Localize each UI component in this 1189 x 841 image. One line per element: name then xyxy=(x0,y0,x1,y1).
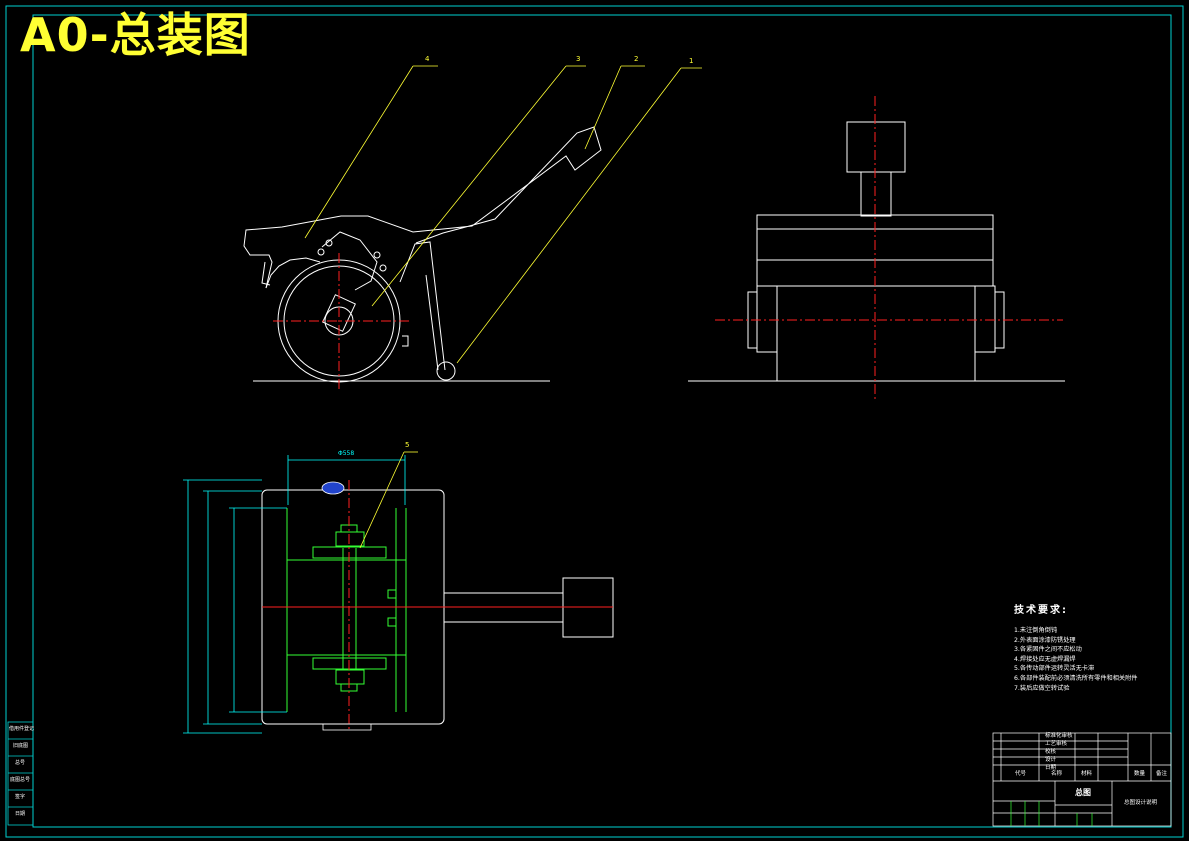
tech-heading: 技术要求: xyxy=(1014,605,1068,616)
title-row-label: 校核 xyxy=(1045,749,1057,755)
callout-2: 2 xyxy=(634,55,639,63)
title-row-label: 日期 xyxy=(1045,765,1057,771)
side-stamp-grid xyxy=(7,721,34,826)
title-right-note: 总图设计说明 xyxy=(1124,800,1158,806)
title-col-label: 名称 xyxy=(1051,771,1063,777)
tech-item: 4.焊接处应无虚焊漏焊 xyxy=(1014,655,1076,663)
front-view-leaders xyxy=(304,65,702,364)
side-stamp-label: 日期 xyxy=(15,811,26,817)
front-view xyxy=(243,126,602,383)
side-stamp-label: 底图总号 xyxy=(10,777,31,783)
sheet-outer-frame xyxy=(5,5,1184,838)
tech-item: 2.外表面涂漆防锈处理 xyxy=(1014,636,1076,644)
side-view-centerlines xyxy=(715,96,1063,400)
top-view-bearing xyxy=(321,481,372,731)
front-view-centerlines xyxy=(273,253,411,391)
top-view-leader xyxy=(359,451,418,549)
top-view-dimensions xyxy=(183,455,406,734)
title-row-label: 工艺审核 xyxy=(1045,741,1068,747)
tech-item: 3.各紧固件之间不应松动 xyxy=(1014,646,1082,654)
tech-item: 6.各部件装配前必须清洗所有零件和相关附件 xyxy=(1014,674,1138,682)
dimension-top-width: Φ558 xyxy=(338,450,355,457)
side-stamp-label: 总号 xyxy=(15,760,26,766)
drawing-name: 总图 xyxy=(1075,788,1091,797)
tech-item: 1.未注倒角倒钝 xyxy=(1014,627,1058,634)
top-view-detail xyxy=(286,508,407,712)
title-row-label: 设计 xyxy=(1045,757,1057,763)
title-row-label: 标准化审核 xyxy=(1045,733,1073,739)
callout-5: 5 xyxy=(405,441,410,449)
top-view-centerlines xyxy=(262,480,613,730)
side-stamp-label: 借用件登记 xyxy=(9,726,35,732)
side-stamp-label: 签字 xyxy=(15,794,26,800)
title-block-detail xyxy=(1010,801,1093,826)
title-col-label: 数量 xyxy=(1134,771,1146,777)
title-col-label: 代号 xyxy=(1015,771,1027,777)
side-stamp-label: 旧底图 xyxy=(13,743,29,749)
tech-item: 7.装后应做空转试验 xyxy=(1014,684,1070,692)
callout-1: 1 xyxy=(689,57,694,65)
title-col-label: 材料 xyxy=(1081,771,1093,777)
sheet-inner-frame xyxy=(32,14,1172,828)
technical-requirements: 技术要求: 1.未注倒角倒钝 2.外表面涂漆防锈处理 3.各紧固件之间不应松动 … xyxy=(1014,601,1137,693)
callout-4: 4 xyxy=(425,55,430,63)
sheet-title: A0-总装图 xyxy=(20,8,251,62)
title-block-grid xyxy=(992,732,1172,827)
tech-item: 5.各传动部件运转灵活无卡滞 xyxy=(1014,665,1095,673)
callout-3: 3 xyxy=(576,55,581,63)
title-col-label: 备注 xyxy=(1156,771,1168,777)
side-view xyxy=(688,121,1065,382)
